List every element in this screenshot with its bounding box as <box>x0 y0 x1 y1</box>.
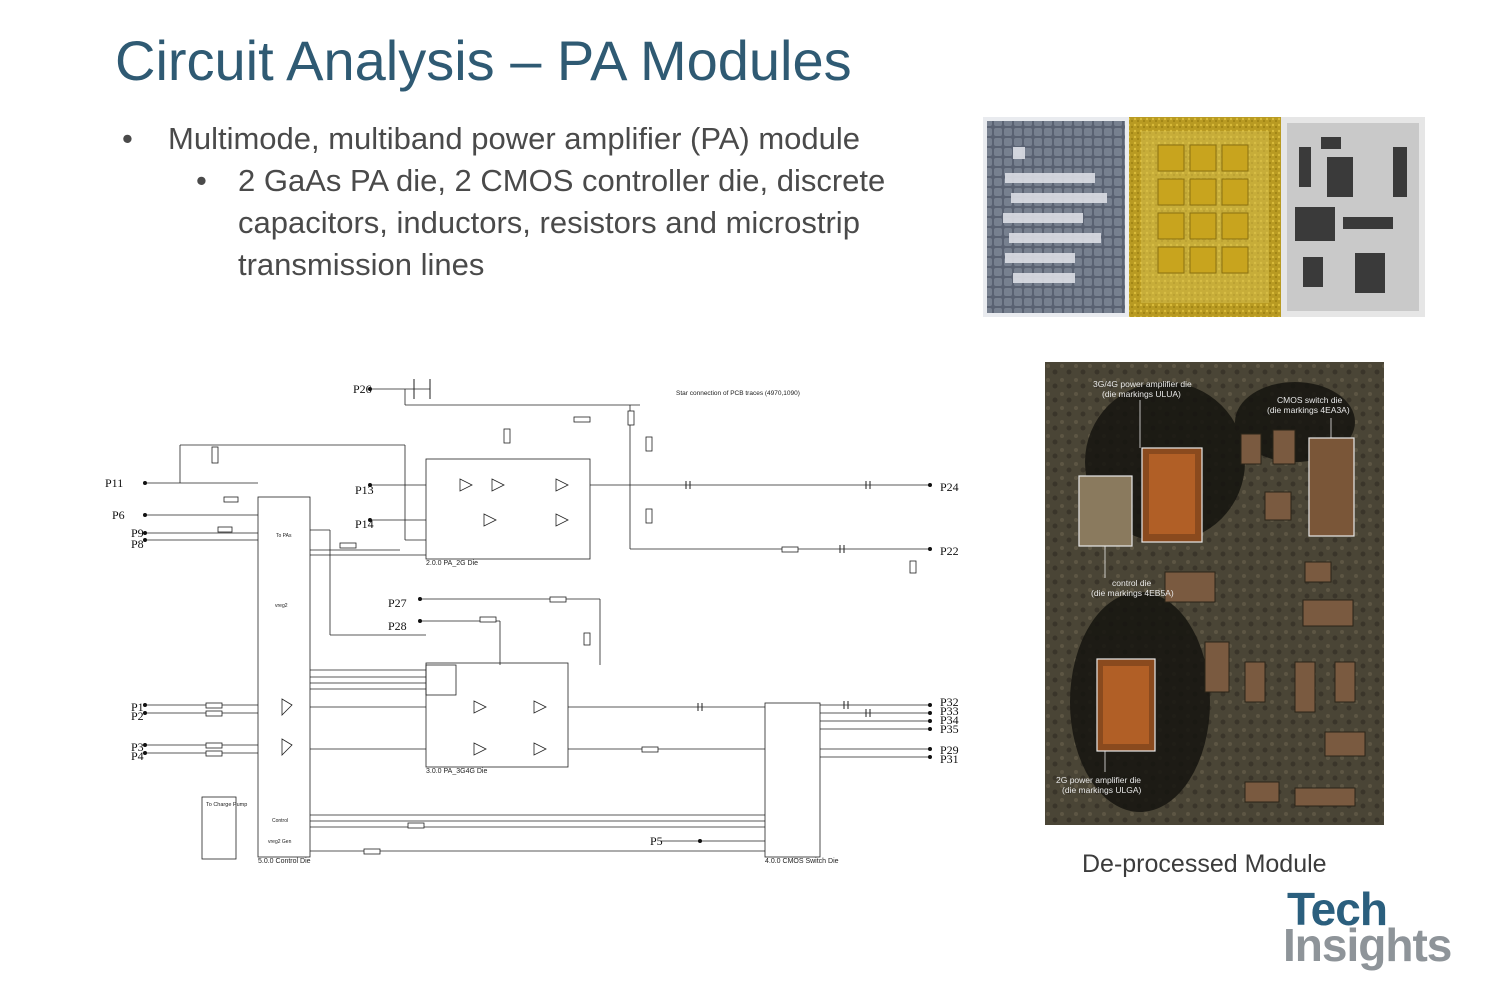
port-label: P27 <box>388 596 407 610</box>
logo-line-2: Insights <box>1283 919 1452 971</box>
cmos-switch-die-block <box>764 702 821 858</box>
logo-line-1: Tech <box>1287 883 1388 935</box>
block-label: 4.0.0 CMOS Switch Die <box>765 858 839 865</box>
port-label: P6 <box>112 508 125 522</box>
die-annotation: 2G power amplifier die <box>1056 775 1141 785</box>
port-label: P26 <box>353 382 372 396</box>
xray-image <box>1281 117 1425 317</box>
die-annotation: CMOS switch die <box>1277 395 1342 405</box>
port-label: P4 <box>131 749 144 763</box>
bga-image <box>983 117 1129 317</box>
slide-title: Circuit Analysis – PA Modules <box>115 29 852 92</box>
port-label: P22 <box>940 544 959 558</box>
die-annotation: (die markings ULUA) <box>1102 389 1181 399</box>
port-label: P24 <box>940 480 959 494</box>
port-label: P14 <box>355 517 374 531</box>
bullet-list: Multimode, multiband power amplifier (PA… <box>120 118 940 286</box>
port-label: P11 <box>105 476 123 490</box>
port-label: P5 <box>650 834 663 848</box>
port-label: P33 <box>940 704 959 718</box>
block-label: vreg2 <box>275 603 288 609</box>
port-label: P3 <box>131 740 144 754</box>
pa3g4g-die-block <box>425 662 569 768</box>
block-label: vreg2 Gen <box>268 839 292 845</box>
port-label: P2 <box>131 709 144 723</box>
port-label: P8 <box>131 537 144 551</box>
port-label: P34 <box>940 713 959 727</box>
port-label: P13 <box>355 483 374 497</box>
port-label: P9 <box>131 526 144 540</box>
block-label: 3.0.0 PA_3G4G Die <box>426 768 487 775</box>
die-annotation: (die markings ULGA) <box>1062 785 1142 795</box>
control-die-block <box>257 496 311 858</box>
port-label: P29 <box>940 743 959 757</box>
pa2g-die-block <box>425 458 591 560</box>
die-annotation: 3G/4G power amplifier die <box>1093 379 1192 389</box>
port-label: P32 <box>940 695 959 709</box>
techinsights-logo: Tech Insights <box>1283 883 1473 985</box>
package-xray-images <box>983 117 1425 317</box>
schematic-note: Star connection of PCB traces (4970,1090… <box>676 390 800 397</box>
die-annotation: (die markings 4EB5A) <box>1091 588 1174 598</box>
deprocessed-module-photo: 3G/4G power amplifier die (die markings … <box>1045 362 1384 825</box>
charge-pump-block <box>201 796 237 860</box>
bullet-item: Multimode, multiband power amplifier (PA… <box>120 118 940 160</box>
circuit-schematic: P26 P11 P6 P9 P8 P13 P14 P24 P22 P27 P28… <box>105 379 959 865</box>
sub-bullet-item: 2 GaAs PA die, 2 CMOS controller die, di… <box>190 160 940 286</box>
port-label: P31 <box>940 752 959 766</box>
die-annotation: control die <box>1112 578 1151 588</box>
block-label: To Charge Pump <box>206 802 247 808</box>
port-label: P1 <box>131 700 144 714</box>
photo-caption: De-processed Module <box>1082 850 1327 878</box>
package-top-image <box>1129 117 1281 317</box>
block-label: Control <box>272 818 288 824</box>
die-annotation: (die markings 4EA3A) <box>1267 405 1350 415</box>
port-label: P28 <box>388 619 407 633</box>
block-label: 2.0.0 PA_2G Die <box>426 560 478 567</box>
block-label: To PAs <box>276 533 292 539</box>
port-label: P35 <box>940 722 959 736</box>
block-label: 5.0.0 Control Die <box>258 858 311 865</box>
